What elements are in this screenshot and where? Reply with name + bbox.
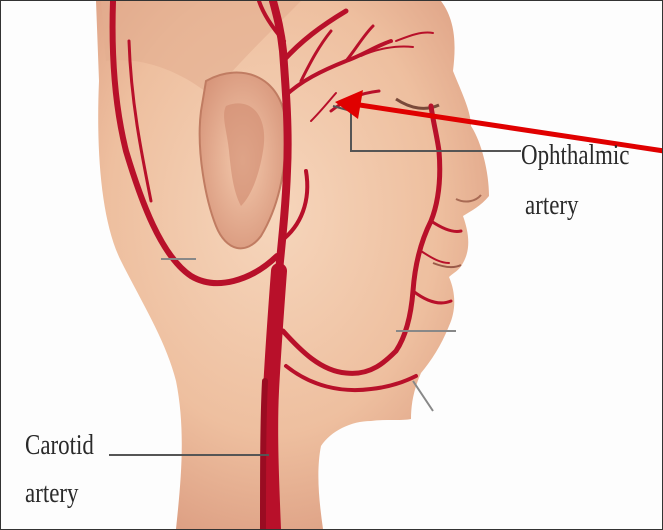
ophthalmic-label-line2: artery bbox=[525, 189, 579, 223]
leader-line-submental bbox=[413, 381, 433, 411]
head-silhouette bbox=[96, 1, 489, 529]
carotid-label-line1: Carotid bbox=[25, 429, 94, 463]
ophthalmic-label-line1: Ophthalmic bbox=[521, 139, 629, 173]
carotid-label-line2: artery bbox=[25, 477, 79, 511]
